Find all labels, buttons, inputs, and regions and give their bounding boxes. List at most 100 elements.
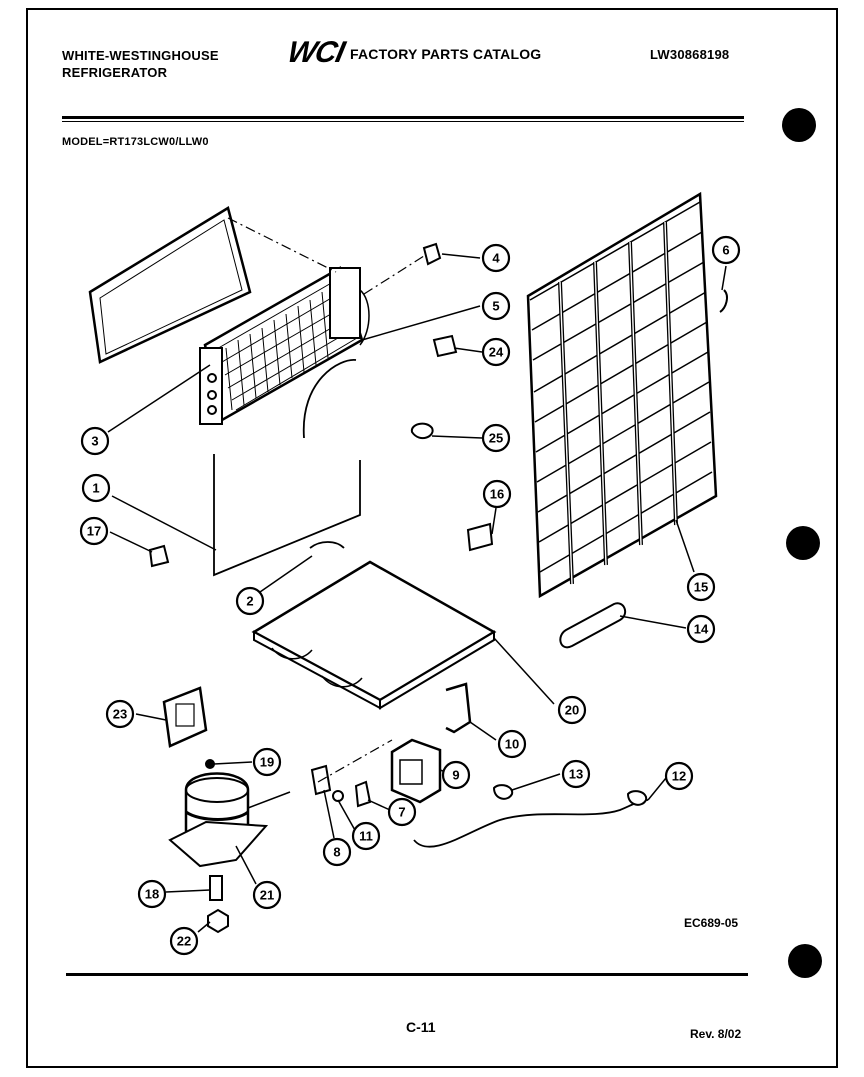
footer-rule <box>66 973 748 976</box>
callout-18: 18 <box>137 879 167 909</box>
callout-circle <box>557 695 587 725</box>
callout-circle <box>105 699 135 729</box>
binder-hole-bottom <box>788 944 822 978</box>
callout-circle <box>497 729 527 759</box>
tubing <box>213 359 649 848</box>
callout-19: 19 <box>252 747 282 777</box>
callout-1: 1 <box>81 473 111 503</box>
callout-circle <box>664 761 694 791</box>
callout-8: 8 <box>322 837 352 867</box>
callout-21: 21 <box>252 880 282 910</box>
callout-number: 4 <box>492 251 500 266</box>
filter-drier <box>559 602 627 649</box>
callout-circle <box>482 479 512 509</box>
mounting-plate <box>162 686 208 748</box>
callout-circle <box>351 821 381 851</box>
relay-box <box>390 738 442 804</box>
callout-circle <box>80 426 110 456</box>
callout-number: 14 <box>694 622 709 637</box>
page-border <box>26 8 838 1068</box>
leader-lines <box>107 253 727 933</box>
callout-6: 6 <box>711 235 741 265</box>
callout-13: 13 <box>561 759 591 789</box>
callout-number: 11 <box>359 829 373 844</box>
callout-layer: 1234567891011121314151617181920212223242… <box>79 235 741 956</box>
callout-number: 17 <box>87 524 101 539</box>
callout-number: 25 <box>489 431 503 446</box>
callout-number: 7 <box>398 805 405 820</box>
callout-7: 7 <box>387 797 417 827</box>
callout-circle <box>481 423 511 453</box>
callout-17: 17 <box>79 516 109 546</box>
callout-circle <box>169 926 199 956</box>
callout-number: 16 <box>490 487 504 502</box>
callout-number: 8 <box>333 845 340 860</box>
callout-16: 16 <box>482 479 512 509</box>
callout-number: 13 <box>569 767 583 782</box>
callout-5: 5 <box>481 291 511 321</box>
header-rule <box>62 116 744 119</box>
callout-23: 23 <box>105 699 135 729</box>
callout-number: 24 <box>489 345 504 360</box>
callout-number: 1 <box>92 481 99 496</box>
figure-code: EC689-05 <box>684 916 739 930</box>
alignment-lines <box>227 217 425 783</box>
callout-24: 24 <box>481 337 511 367</box>
callout-circle <box>79 516 109 546</box>
brand-block: WHITE-WESTINGHOUSE REFRIGERATOR <box>62 47 219 81</box>
callout-number: 2 <box>246 594 253 609</box>
callout-10: 10 <box>497 729 527 759</box>
bracket <box>445 682 472 734</box>
callout-number: 19 <box>260 755 274 770</box>
callout-circle <box>481 337 511 367</box>
callout-circle <box>252 880 282 910</box>
callout-4: 4 <box>481 243 511 273</box>
revision-label: Rev. 8/02 <box>690 1027 742 1041</box>
callout-circle <box>387 797 417 827</box>
callout-circle <box>252 747 282 777</box>
small-hardware <box>148 242 728 934</box>
brand-name: WHITE-WESTINGHOUSE <box>62 48 219 63</box>
callout-number: 23 <box>113 707 127 722</box>
binder-hole-middle <box>786 526 820 560</box>
callout-circle <box>322 837 352 867</box>
condenser-assembly <box>199 266 370 425</box>
base-panel <box>251 560 497 710</box>
binder-hole-top <box>782 108 816 142</box>
callout-number: 6 <box>722 243 729 258</box>
header-rule-thin <box>62 121 744 122</box>
callout-20: 20 <box>557 695 587 725</box>
callout-number: 9 <box>452 768 459 783</box>
callout-number: 15 <box>694 580 708 595</box>
callout-11: 11 <box>351 821 381 851</box>
callout-circle <box>481 291 511 321</box>
page-number: C-11 <box>406 1019 436 1035</box>
cover-panel <box>88 206 252 364</box>
product-type: REFRIGERATOR <box>62 65 168 80</box>
callout-circle <box>481 243 511 273</box>
catalog-title: FACTORY PARTS CATALOG <box>350 46 542 62</box>
callout-circle <box>686 614 716 644</box>
callout-circle <box>686 572 716 602</box>
callout-9: 9 <box>441 760 471 790</box>
callout-2: 2 <box>235 586 265 616</box>
callout-circle <box>441 760 471 790</box>
callout-14: 14 <box>686 614 716 644</box>
callout-number: 5 <box>492 299 499 314</box>
callout-circle <box>81 473 111 503</box>
callout-25: 25 <box>481 423 511 453</box>
callout-12: 12 <box>664 761 694 791</box>
model-label: MODEL=RT173LCW0/LLW0 <box>62 136 209 148</box>
callout-number: 12 <box>672 769 686 784</box>
evaporator-coil <box>526 191 718 599</box>
callout-circle <box>561 759 591 789</box>
callout-number: 20 <box>565 703 579 718</box>
callout-number: 21 <box>260 888 274 903</box>
callout-number: 10 <box>505 737 519 752</box>
callout-number: 18 <box>145 887 159 902</box>
callout-circle <box>137 879 167 909</box>
callout-22: 22 <box>169 926 199 956</box>
callout-number: 3 <box>91 434 98 449</box>
compressor <box>168 772 291 868</box>
